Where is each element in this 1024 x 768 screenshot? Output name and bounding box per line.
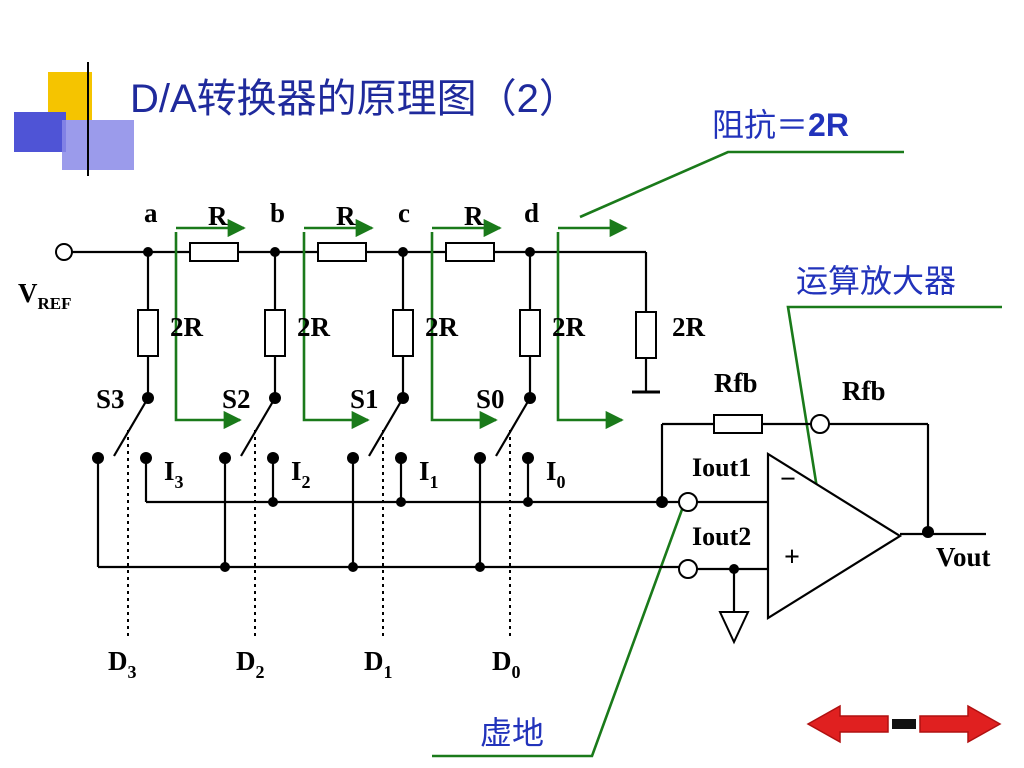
virtual-ground-callout-line [432, 503, 686, 758]
impedance-callout: 阻抗＝2R [712, 106, 849, 144]
current-label-i3: I3 [164, 456, 184, 492]
switch-blade [495, 397, 531, 457]
arrow-divider [892, 719, 916, 729]
feedback-resistor [713, 414, 763, 434]
data-bit-label-d3: D3 [108, 646, 137, 682]
shunt-resistor-label: 2R [552, 312, 586, 342]
series-resistor [317, 242, 367, 262]
nav-arrows [806, 704, 1002, 744]
shunt-resistor-label: 2R [297, 312, 331, 342]
current-label-i1: I1 [419, 456, 439, 492]
node-label-a: a [144, 198, 158, 228]
opamp-plus-sign: + [784, 542, 800, 573]
current-path-arrows [174, 218, 628, 430]
switch-blade [113, 397, 149, 457]
arrow-right-icon[interactable] [919, 704, 1002, 744]
rfb-terminal [810, 414, 830, 434]
shunt-resistor [264, 309, 286, 357]
output-junction [922, 526, 934, 538]
series-resistor [445, 242, 495, 262]
impedance-callout-line [579, 150, 904, 219]
opamp-minus-sign: − [780, 464, 796, 495]
current-label-i0: I0 [546, 456, 566, 492]
title-decoration [14, 62, 1000, 176]
switch-label-s2: S2 [222, 384, 251, 414]
feedback-terminal-label: Rfb [842, 376, 886, 406]
page-title: D/A转换器的原理图（2） [130, 77, 579, 121]
shunt-resistor [519, 309, 541, 357]
vout-label: Vout [936, 542, 991, 572]
node-label-d: d [524, 198, 539, 228]
data-bit-label-d2: D2 [236, 646, 265, 682]
series-resistor [189, 242, 239, 262]
vref-label: VREF [18, 278, 72, 313]
iout2-terminal [678, 559, 698, 579]
iout1-terminal [678, 492, 698, 512]
vref-terminal [55, 243, 73, 261]
circuit-labels: VREF a b c d R R R 2R 2R 2R 2R 2R S3 S2 … [18, 198, 991, 682]
series-resistor-label: R [336, 201, 356, 231]
shunt-resistor [137, 309, 159, 357]
virtual-ground-callout: 虚地 [480, 714, 544, 752]
shunt-resistor-label: 2R [170, 312, 204, 342]
opamp-callout: 运算放大器 [796, 262, 956, 300]
iout1-label: Iout1 [692, 453, 751, 482]
node-label-c: c [398, 198, 410, 228]
arrow-left-icon[interactable] [806, 704, 889, 744]
r2r-ladder [55, 242, 680, 636]
series-resistor-label: R [208, 201, 228, 231]
ground-symbol [718, 611, 750, 645]
data-bit-label-d1: D1 [364, 646, 393, 682]
opamp-triangle [766, 452, 903, 620]
feedback-resistor-label: Rfb [714, 368, 758, 398]
data-bit-label-d0: D0 [492, 646, 521, 682]
shunt-resistor [392, 309, 414, 357]
switch-blade [240, 397, 276, 457]
switch-label-s1: S1 [350, 384, 379, 414]
node-label-b: b [270, 198, 285, 228]
series-resistor-label: R [464, 201, 484, 231]
iout2-label: Iout2 [692, 522, 751, 551]
switch-label-s3: S3 [96, 384, 125, 414]
switch-label-s0: S0 [476, 384, 505, 414]
terminating-resistor-label: 2R [672, 312, 706, 342]
shunt-resistor-label: 2R [425, 312, 459, 342]
current-label-i2: I2 [291, 456, 311, 492]
terminating-resistor [635, 311, 657, 359]
opamp-callout-line [786, 305, 1002, 533]
switch-blade [368, 397, 404, 457]
opamp-section [656, 414, 986, 645]
